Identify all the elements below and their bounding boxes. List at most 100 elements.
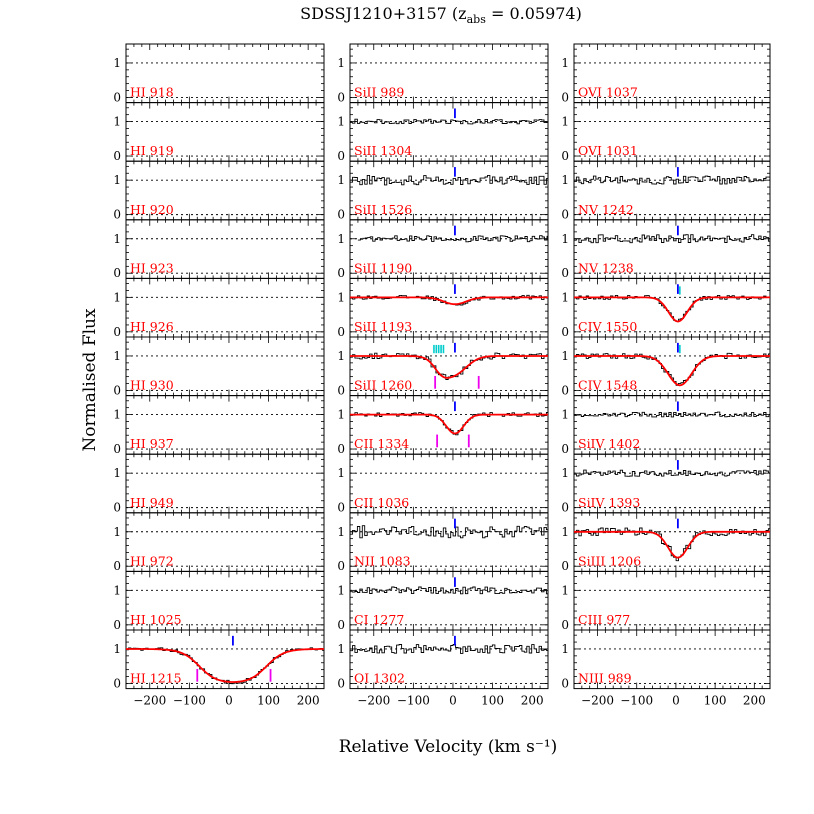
y-tick-label: 0 <box>113 266 121 280</box>
y-tick-label: 1 <box>337 173 345 187</box>
transition-label: HI 930 <box>130 378 174 393</box>
model-fit <box>574 296 770 323</box>
flux-data <box>350 174 548 186</box>
y-tick-label: 0 <box>561 501 569 515</box>
y-tick-label: 0 <box>337 383 345 397</box>
figure-title: SDSSJ1210+3157 (zabs = 0.05974) <box>300 4 582 26</box>
panel: 0 1 HI 920 <box>113 160 325 222</box>
transition-label: CII 1334 <box>354 436 409 451</box>
flux-data <box>350 352 548 380</box>
y-tick-label: 0 <box>113 559 121 573</box>
y-axis-label: Normalised Flux <box>80 308 100 452</box>
model-fit <box>574 355 770 387</box>
y-tick-label: 0 <box>113 676 121 690</box>
transition-label: HI 918 <box>130 85 174 100</box>
transition-label: OI 1302 <box>354 671 405 686</box>
y-tick-label: 0 <box>561 208 569 222</box>
y-tick-label: 1 <box>561 642 569 656</box>
y-tick-label: 0 <box>561 442 569 456</box>
y-tick-label: 0 <box>113 208 121 222</box>
y-tick-label: 1 <box>113 173 121 187</box>
x-tick-label: 100 <box>481 694 504 708</box>
transition-label: HI 1215 <box>130 671 182 686</box>
x-tick-label: −100 <box>173 694 206 708</box>
y-tick-label: 0 <box>337 442 345 456</box>
y-tick-label: 1 <box>337 525 345 539</box>
flux-data <box>350 412 548 436</box>
y-tick-label: 1 <box>337 583 345 597</box>
x-tick-label: 0 <box>225 694 233 708</box>
model-fit <box>574 530 770 559</box>
y-tick-label: 0 <box>337 149 345 163</box>
x-tick-label: 0 <box>672 694 680 708</box>
model-fit <box>350 355 548 379</box>
y-tick-label: 0 <box>561 149 569 163</box>
y-tick-label: 0 <box>337 559 345 573</box>
transition-label: CIII 977 <box>578 612 630 627</box>
y-tick-label: 0 <box>113 383 121 397</box>
y-tick-label: 1 <box>561 583 569 597</box>
y-tick-label: 1 <box>561 408 569 422</box>
y-tick-label: 1 <box>561 290 569 304</box>
y-tick-label: 0 <box>337 90 345 104</box>
y-tick-label: 1 <box>337 115 345 129</box>
y-tick-label: 0 <box>561 325 569 339</box>
x-tick-label: −100 <box>620 694 653 708</box>
transition-label: SiIV 1402 <box>578 436 640 451</box>
y-tick-label: 0 <box>337 208 345 222</box>
y-tick-label: 0 <box>561 266 569 280</box>
transition-label: CI 1277 <box>354 612 404 627</box>
flux-data <box>350 118 548 125</box>
y-tick-label: 1 <box>337 408 345 422</box>
model-fit <box>126 648 324 683</box>
y-tick-label: 0 <box>337 325 345 339</box>
y-tick-label: 0 <box>113 442 121 456</box>
panel-frame <box>125 629 325 690</box>
y-tick-label: 1 <box>561 56 569 70</box>
y-tick-label: 0 <box>113 90 121 104</box>
y-tick-label: 0 <box>561 676 569 690</box>
model-fit <box>350 413 548 435</box>
y-tick-label: 1 <box>561 525 569 539</box>
y-tick-label: 1 <box>337 232 345 246</box>
flux-data <box>574 175 770 185</box>
x-tick-label: 200 <box>743 694 766 708</box>
x-tick-label: 0 <box>449 694 457 708</box>
transition-label: SiII 1193 <box>354 319 412 334</box>
flux-data <box>574 352 770 386</box>
panel-frame <box>573 629 771 690</box>
transition-label: CIV 1550 <box>578 319 637 334</box>
y-tick-label: 1 <box>337 290 345 304</box>
x-tick-label: 200 <box>297 694 320 708</box>
panel-frame <box>349 629 549 690</box>
y-tick-label: 0 <box>337 676 345 690</box>
transition-label: HI 920 <box>130 202 174 217</box>
y-tick-label: 1 <box>113 349 121 363</box>
y-tick-label: 0 <box>561 559 569 573</box>
x-tick-label: −200 <box>357 694 390 708</box>
x-tick-label: −200 <box>133 694 166 708</box>
transition-label: SiII 1260 <box>354 378 412 393</box>
y-tick-label: 0 <box>337 618 345 632</box>
